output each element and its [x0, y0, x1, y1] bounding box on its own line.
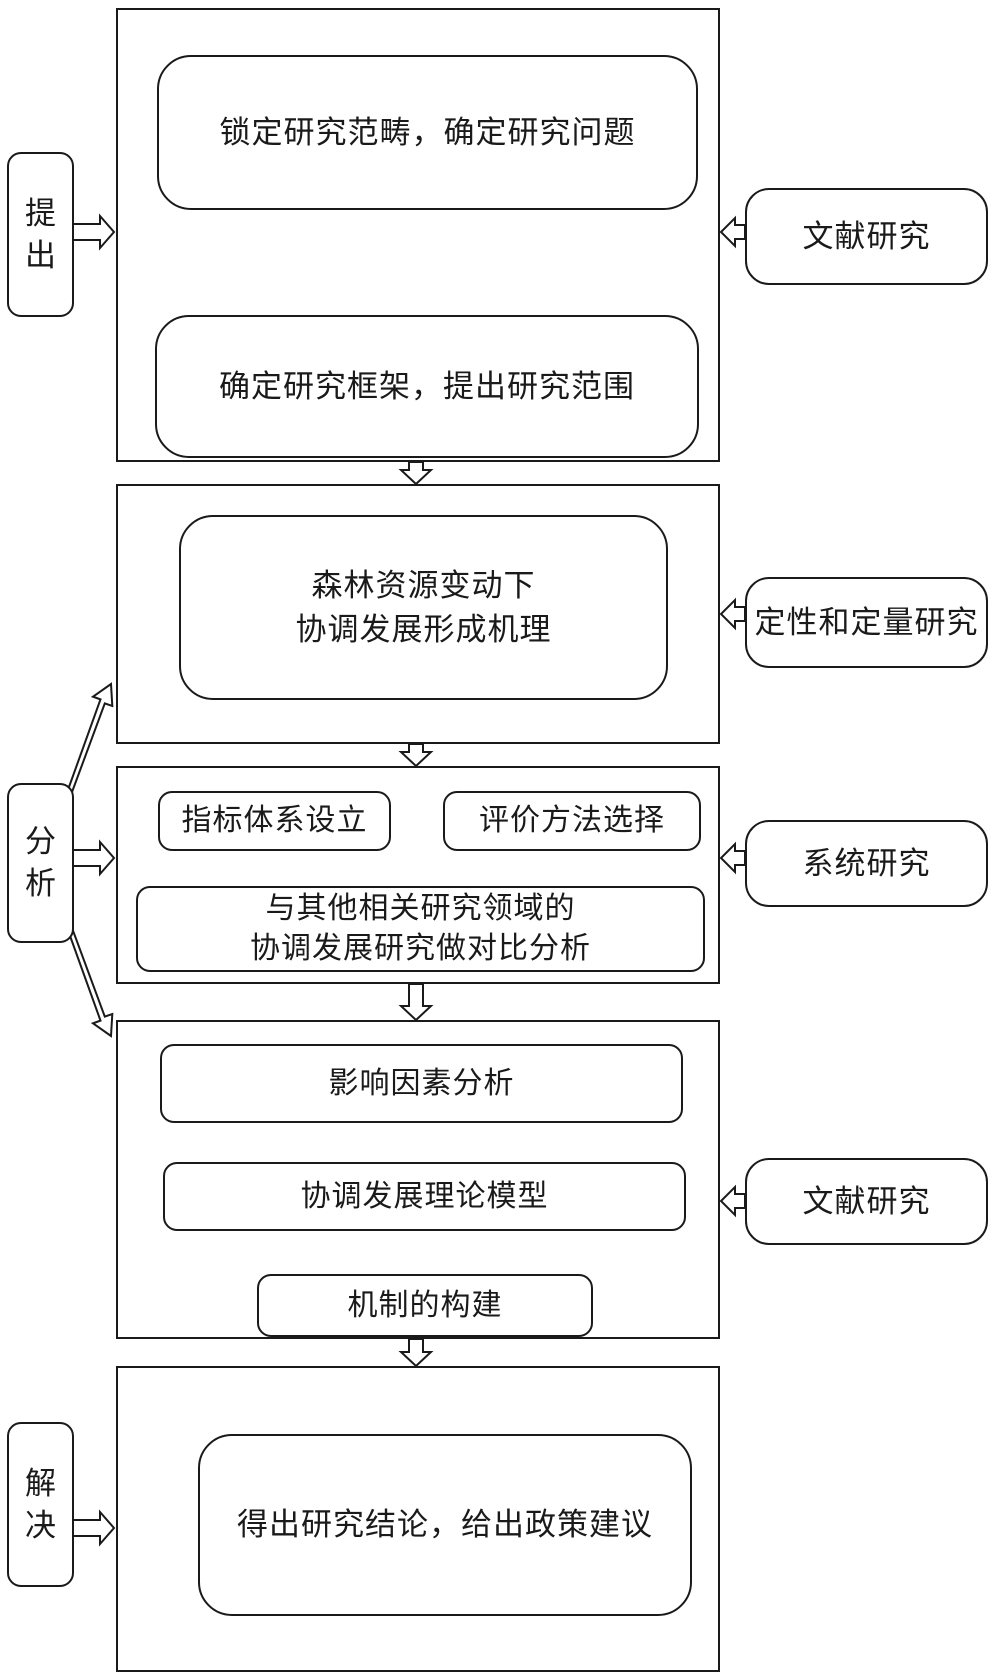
conclusion-box: 得出研究结论，给出政策建议 [198, 1434, 692, 1616]
solve-to-section5-arrow [71, 1509, 116, 1547]
stage-analyze: 分析 [7, 783, 74, 943]
mechanism-box: 机制的构建 [257, 1274, 593, 1337]
literature-top-arrow [719, 215, 746, 249]
factors-text: 影响因素分析 [328, 1065, 515, 1101]
factors-box: 影响因素分析 [160, 1044, 683, 1123]
frame3-to-frame4-arrow [398, 983, 434, 1022]
method-literature-bottom-label: 文献研究 [802, 1183, 931, 1220]
method-literature-top-label: 文献研究 [802, 218, 931, 255]
index-system-text: 指标体系设立 [181, 803, 368, 838]
method-qualitative-quantitative: 定性和定量研究 [745, 577, 988, 668]
frame1-to-frame2-arrow [398, 461, 434, 486]
section2-line2: 协调发展形成机理 [295, 611, 552, 648]
section2-box: 森林资源变动下 协调发展形成机理 [179, 515, 668, 700]
stage-propose-label: 提出 [25, 195, 56, 274]
method-system-label: 系统研究 [802, 845, 931, 882]
analyze-to-section3-arrow [71, 839, 116, 877]
system-research-arrow [719, 841, 746, 875]
compare-line1: 与其他相关研究领域的 [265, 891, 576, 926]
section1-box-b: 确定研究框架，提出研究范围 [155, 315, 699, 458]
analyze-to-section2-arrow [66, 682, 114, 794]
stage-solve: 解决 [7, 1422, 74, 1587]
method-literature-top: 文献研究 [745, 188, 988, 285]
stage-solve-label: 解决 [25, 1465, 56, 1544]
eval-method-text: 评价方法选择 [479, 803, 665, 838]
literature-bottom-arrow [719, 1184, 746, 1218]
qual-quant-arrow [719, 597, 746, 631]
eval-method-box: 评价方法选择 [443, 791, 701, 851]
stage-propose: 提出 [7, 152, 74, 317]
frame2-to-frame3-arrow [398, 743, 434, 768]
propose-to-section1-arrow [71, 213, 116, 251]
theory-model-box: 协调发展理论模型 [163, 1162, 686, 1231]
stage-analyze-label: 分析 [25, 824, 56, 902]
method-literature-bottom: 文献研究 [745, 1158, 988, 1245]
conclusion-text: 得出研究结论，给出政策建议 [237, 1507, 653, 1543]
theory-model-text: 协调发展理论模型 [300, 1178, 549, 1214]
section1-box-a: 锁定研究范畴，确定研究问题 [157, 55, 698, 210]
section2-line1: 森林资源变动下 [311, 567, 536, 604]
method-system: 系统研究 [745, 820, 988, 907]
method-qual-quant-label: 定性和定量研究 [754, 604, 979, 641]
section1-box-b-text: 确定研究框架，提出研究范围 [219, 368, 635, 405]
analyze-to-section4-arrow [66, 926, 114, 1038]
mechanism-text: 机制的构建 [347, 1287, 503, 1323]
frame4-to-frame5-arrow [398, 1338, 434, 1368]
compare-line2: 协调发展研究做对比分析 [250, 931, 591, 966]
compare-analysis-box: 与其他相关研究领域的 协调发展研究做对比分析 [136, 886, 705, 972]
section1-box-a-text: 锁定研究范畴，确定研究问题 [219, 114, 636, 151]
index-system-box: 指标体系设立 [158, 791, 391, 851]
